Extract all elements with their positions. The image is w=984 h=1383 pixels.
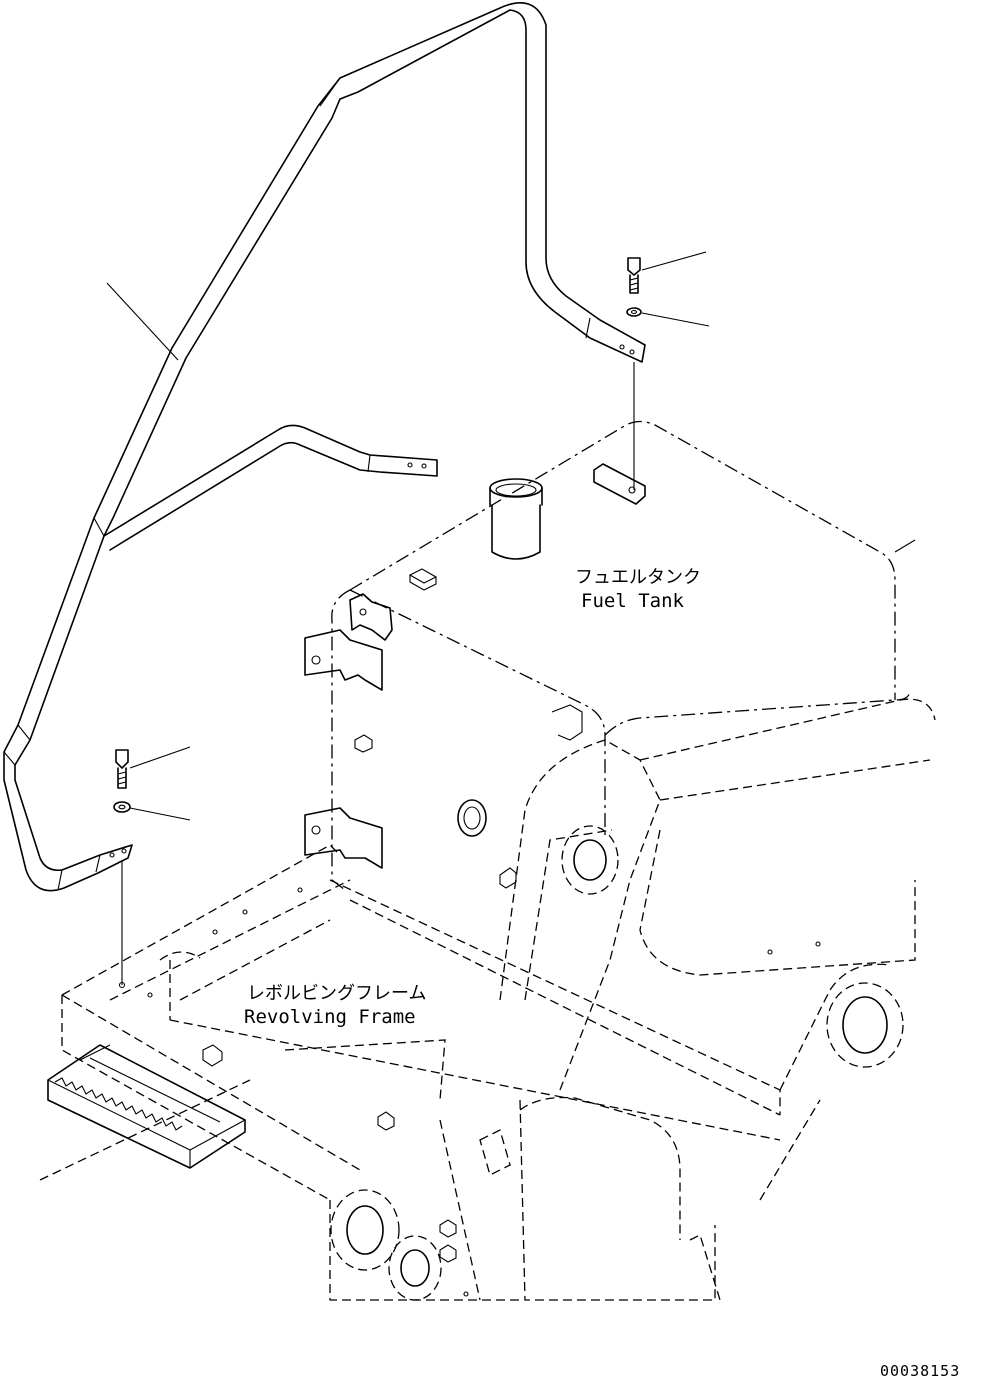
bolt-upper bbox=[627, 251, 707, 294]
washer-upper bbox=[626, 307, 710, 490]
revolving-frame-label-en: Revolving Frame bbox=[244, 1006, 416, 1028]
fuel-tank-label-ja: フュエルタンク bbox=[575, 567, 701, 588]
figure-code: 00038153 bbox=[880, 1362, 960, 1380]
bolt-lower bbox=[115, 746, 191, 789]
revolving-frame bbox=[39, 539, 936, 1301]
fuel-tank-label-en: Fuel Tank bbox=[581, 590, 685, 612]
fuel-tank bbox=[304, 420, 911, 891]
handrail bbox=[3, 1, 646, 892]
revolving-frame-label-ja: レボルビングフレーム bbox=[247, 983, 426, 1004]
washer-lower bbox=[113, 801, 191, 985]
